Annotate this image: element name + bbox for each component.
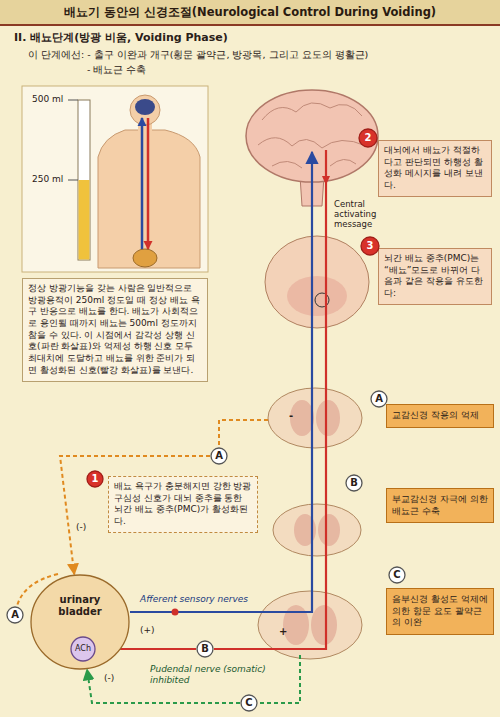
pathway-letter-fill (241, 695, 257, 711)
pathway-letter-fill (211, 448, 227, 464)
nerve-label: Afferent sensory nerves (140, 594, 272, 605)
nerve-label: Pudendal nerve (somatic) inhibited (150, 664, 290, 686)
pathway-letter-fill (346, 475, 362, 491)
sign-mark: + (279, 626, 291, 638)
ach-receptor-text: ACh (75, 644, 91, 653)
sign-mark: (-) (76, 522, 98, 533)
volume-column (78, 100, 90, 260)
title-band (0, 0, 500, 24)
brain-gyrus (272, 159, 356, 168)
phase-note: 이 단계에선: - 출구 이완과 개구(횡문 괄약근, 방광목, 그리고 요도의… (28, 49, 493, 60)
sign-mark: (-) (104, 673, 126, 684)
pathway-letter-fill (389, 567, 405, 583)
pathway-letter-fill (371, 391, 387, 407)
volume-fill (79, 180, 90, 260)
signal-label: Central activating message (334, 199, 388, 230)
sign-mark: - (289, 410, 299, 422)
pathway-letter-fill (197, 641, 213, 657)
afferent-pathway (130, 152, 312, 612)
callout-box: 배뇨 욕구가 충분해지면 강한 방광 구심성 신호가 대뇌 중추를 통한 뇌간 … (108, 476, 258, 533)
gray-matter (290, 400, 314, 436)
pathway-letter-fill (7, 607, 23, 623)
tick (68, 100, 78, 101)
tick (68, 180, 78, 181)
arrow-head (138, 117, 147, 126)
callout-number-text: 2 (365, 132, 372, 144)
lumbar-cord (273, 504, 361, 556)
callout-number-text: 1 (92, 473, 99, 485)
bladder-shape: urinary bladderACh (30, 574, 130, 670)
title-rule (0, 24, 500, 26)
pathway-letter-text: C (393, 569, 400, 581)
efferent-pathway (214, 150, 326, 649)
callout-box: 대뇌에서 배뇨가 적절하다고 판단되면 하행성 활성화 메시지를 내려 보낸다. (378, 140, 492, 197)
bladder-shape-fill (31, 575, 129, 669)
volume-mark: 500 ml (32, 94, 72, 105)
callout-number: 1 (86, 470, 104, 488)
volume-mark: 250 ml (32, 174, 72, 185)
gray-matter (318, 514, 340, 546)
gray-matter (316, 400, 340, 436)
effect-box: 부교감신경 자극에 의한 배뇨근 수축 (386, 488, 494, 523)
arrow-head (322, 176, 330, 185)
signal-dot (172, 609, 179, 616)
callout-box-text: 배뇨 욕구가 충분해지면 강한 방광 구심성 신호가 대뇌 중추를 통한 뇌간 … (114, 481, 252, 528)
ascending-signal (141, 118, 144, 250)
effect-box-text: 부교감신경 자극에 의한 배뇨근 수축 (392, 494, 488, 517)
page-title: 배뇨기 동안의 신경조절(Neurological Control During… (0, 0, 500, 24)
pudendal-pathway (258, 655, 300, 703)
pathway-letter: C (388, 566, 406, 584)
bladder-shape-text: urinary bladder (46, 594, 114, 617)
ach-receptor-fill (71, 637, 95, 661)
pathway-letter-text: C (245, 697, 252, 709)
pathway-letter-text: B (350, 477, 358, 489)
text-box-text: 정상 방광기능을 갖는 사람은 일반적으로 방광용적이 250ml 정도일 때 … (28, 283, 202, 377)
callout-box: 뇌간 배뇨 중추(PMC)는 “배뇨”모드로 바뀌어 다음과 같은 작용을 유도… (378, 248, 492, 305)
effect-box: 교감신경 작용의 억제 (386, 404, 494, 428)
figure-panel (22, 86, 208, 272)
descending-signal (147, 118, 150, 250)
pathway-letter-text: A (375, 393, 383, 405)
callout-number-fill (361, 237, 379, 255)
body-head (130, 95, 160, 125)
callout-box-text: 뇌간 배뇨 중추(PMC)는 “배뇨”모드로 바뀌어 다음과 같은 작용을 유도… (384, 253, 486, 300)
phase-note: - 배뇨근 수축 (87, 64, 387, 75)
effect-box: 음부신경 활성도 억제에 의한 항문 요도 괄약근의 이완 (386, 588, 494, 635)
thoracic-cord (268, 388, 362, 448)
pathway-letter-text: A (215, 450, 223, 462)
section-heading: II. 배뇨단계(방광 비움, Voiding Phase) (14, 31, 484, 44)
pathway-letter: A (6, 606, 24, 624)
brain-gyrus (262, 103, 362, 120)
callout-number-text: 3 (367, 240, 374, 252)
pathway-letter: A (370, 390, 388, 408)
nerve-connector (87, 670, 240, 703)
sympathetic-pathway (219, 420, 268, 447)
text-box: 정상 방광기능을 갖는 사람은 일반적으로 방광용적이 250ml 정도일 때 … (22, 278, 208, 382)
body-bladder (133, 249, 157, 267)
pathway-letter-text: B (201, 643, 209, 655)
effect-box-text: 음부신경 활성도 억제에 의한 항문 요도 괄약근의 이완 (392, 594, 488, 629)
brain-gyrus (258, 138, 366, 148)
pathway-letter: B (345, 474, 363, 492)
callout-number: 2 (358, 128, 378, 148)
sign-mark: (+) (140, 625, 162, 636)
brainstem-section (265, 236, 369, 328)
gray-matter (311, 605, 337, 645)
callout-number: 3 (360, 236, 380, 256)
callout-number-fill (359, 129, 377, 147)
pathway-letter: B (196, 640, 214, 658)
callout-number-fill (87, 471, 103, 487)
callout-box-text: 대뇌에서 배뇨가 적절하다고 판단되면 하행성 활성화 메시지를 내려 보낸다. (384, 145, 486, 192)
effect-box-text: 교감신경 작용의 억제 (392, 410, 488, 422)
pathway-letter: A (210, 447, 228, 465)
ach-receptor: ACh (70, 636, 96, 662)
brainstem-core (287, 276, 347, 316)
pathway-letter-text: A (11, 609, 19, 621)
body-brain (135, 99, 155, 115)
pathway-letter: C (240, 694, 258, 712)
